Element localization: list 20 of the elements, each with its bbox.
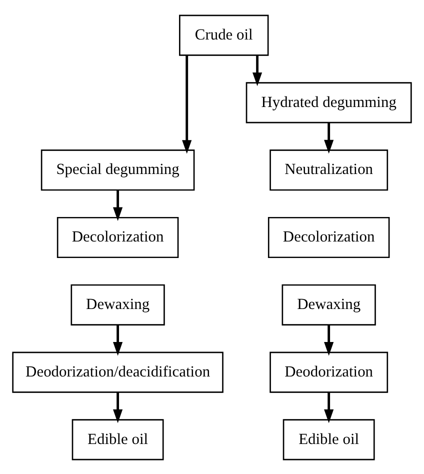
- node-box: Edible oil: [282, 418, 375, 460]
- arrow: [324, 392, 334, 423]
- arrow: [182, 54, 192, 154]
- node-box: Deodorization: [270, 351, 388, 392]
- node-box: Hydrated degumming: [246, 82, 412, 123]
- node-box: Special degumming: [40, 149, 195, 190]
- node-box: Deodorization/deacidification: [12, 351, 224, 392]
- node-box: Decolorization: [268, 216, 390, 258]
- arrow: [113, 392, 123, 423]
- arrow: [324, 324, 334, 356]
- node-box: Dewaxing: [282, 284, 376, 325]
- arrow: [324, 122, 334, 154]
- arrow: [113, 190, 123, 220]
- node-box: Crude oil: [179, 14, 269, 56]
- node-box: Decolorization: [56, 216, 179, 258]
- node-box: Neutralization: [270, 149, 388, 190]
- node-box: Dewaxing: [70, 284, 165, 325]
- arrow: [113, 324, 123, 356]
- node-box: Edible oil: [72, 418, 164, 460]
- arrow: [252, 55, 262, 86]
